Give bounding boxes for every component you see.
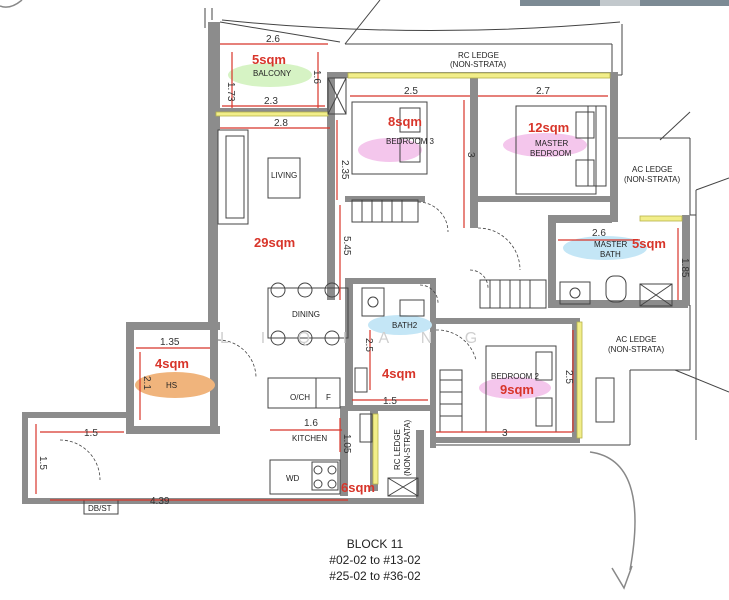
dimension-lines (35, 43, 679, 501)
master-bath-area: 5sqm (632, 236, 666, 251)
dim-1-6-kitchen: 1.6 (304, 418, 318, 429)
highlights (135, 63, 647, 399)
living-label: LIVING (271, 171, 297, 180)
dim-1-5-bath2: 1.5 (383, 396, 397, 407)
balcony-highlight (228, 63, 312, 87)
dim-1-05: 1.05 (341, 434, 352, 454)
dim-2-5-bed2: 2.5 (563, 370, 574, 384)
ledges (215, 72, 683, 485)
kitchen-area: 6sqm (341, 480, 375, 495)
dining-label: DINING (292, 310, 320, 319)
dim-2-7: 2.7 (536, 86, 550, 97)
dim-2-6-top: 2.6 (266, 34, 280, 45)
rc-ledge-top-sub: (NON-STRATA) (450, 60, 506, 69)
balcony-label: BALCONY (253, 69, 292, 78)
block-title: BLOCK 11 (346, 537, 404, 551)
rc-ledge-top-label: RC LEDGE (458, 51, 499, 60)
hs-highlight (135, 372, 215, 398)
living-area: 29sqm (254, 235, 295, 250)
db-st-label: DB/ST (88, 504, 112, 513)
dim-1-6: 1.6 (311, 70, 322, 84)
dim-3-bed2: 3 (502, 428, 508, 439)
fridge-label: F (326, 393, 331, 402)
door-swings (59, 201, 521, 481)
wd-label: WD (286, 474, 300, 483)
outline (204, 0, 729, 446)
bedroom2-label: BEDROOM 2 (491, 372, 540, 381)
bedroom3-label: BEDROOM 3 (386, 137, 435, 146)
dim-1-5-entry: 1.5 (84, 428, 98, 439)
bedroom3-highlight (358, 138, 422, 162)
master-bath-highlight (563, 236, 647, 260)
dim-1-35: 1.35 (160, 337, 180, 348)
bedroom3-area: 8sqm (388, 114, 422, 129)
bath2-label: BATH2 (392, 321, 418, 330)
unit-range-2: #25-02 to #36-02 (329, 569, 421, 583)
dim-2-8: 2.8 (274, 118, 288, 129)
bath2-area: 4sqm (382, 366, 416, 381)
plan-caption: BLOCK 11 #02-02 to #13-02 #25-02 to #36-… (300, 536, 450, 584)
dim-2-5-bath2: 2.5 (363, 338, 374, 352)
sketch-arrowhead (611, 565, 633, 590)
ac-ledge-top-label: AC LEDGE (632, 165, 672, 174)
photo-strip-light (600, 0, 640, 6)
rc-ledge-side-sub: (NON-STRATA) (403, 420, 412, 476)
dim-1-85: 1.85 (679, 258, 690, 278)
unit-range-1: #02-02 to #13-02 (329, 553, 421, 567)
dim-1-5-vert: 1.5 (37, 456, 48, 470)
master-bedroom-highlight (503, 133, 587, 157)
master-bath-label-1: MASTER (594, 240, 628, 249)
dim-3-vert: 3 (465, 152, 476, 158)
furniture (83, 77, 673, 515)
hs-area: 4sqm (155, 356, 189, 371)
dim-2-35: 2.35 (339, 160, 350, 180)
balcony-area: 5sqm (252, 52, 286, 67)
ac-ledge-top-sub: (NON-STRATA) (624, 175, 680, 184)
ac-ledge-right-label: AC LEDGE (616, 335, 656, 344)
dim-4-39: 4.39 (150, 496, 170, 507)
master-bedroom-area: 12sqm (528, 120, 569, 135)
dim-2-3: 2.3 (264, 96, 278, 107)
bedroom2-area: 9sqm (500, 382, 534, 397)
master-bedroom-label-2: BEDROOM (530, 149, 572, 158)
dim-2-6-bath: 2.6 (592, 228, 606, 239)
dim-5-45: 5.45 (341, 236, 352, 256)
dim-2-5-top: 2.5 (404, 86, 418, 97)
sketch-curve (589, 451, 636, 571)
master-bath-label-2: BATH (600, 250, 621, 259)
kitchen-label: KITCHEN (292, 434, 327, 443)
sketch-line-top (0, 0, 23, 8)
ac-ledge-right-sub: (NON-STRATA) (608, 345, 664, 354)
bedroom2-highlight (479, 377, 551, 399)
hs-label: HS (166, 381, 177, 390)
bath2-highlight (368, 315, 432, 335)
watermark: L I Q I A N G (220, 330, 491, 347)
dim-2-1: 2.1 (141, 376, 152, 390)
dim-1-73: 1.73 (225, 82, 236, 102)
master-bedroom-label-1: MASTER (535, 139, 569, 148)
rc-ledge-side-label: RC LEDGE (393, 429, 402, 470)
och-label: O/CH (290, 393, 310, 402)
